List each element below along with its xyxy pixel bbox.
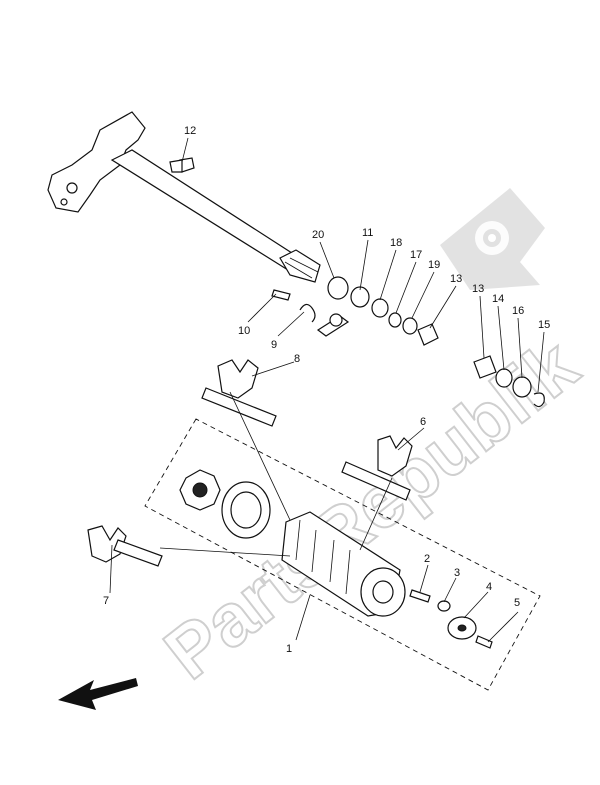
shift-fork-8: [201, 359, 277, 427]
callout-10: 10: [238, 325, 250, 337]
callout-15: 15: [538, 319, 550, 331]
callout-13b: 13: [472, 283, 484, 295]
callout-4: 4: [486, 581, 492, 593]
callout-7: 7: [103, 595, 109, 607]
callout-1: 1: [286, 643, 292, 655]
drum-end-parts: [409, 589, 493, 649]
stopper-parts: [473, 355, 545, 408]
callout-13a: 13: [450, 273, 462, 285]
callout-9: 9: [271, 339, 277, 351]
callout-3: 3: [454, 567, 460, 579]
shift-fork-7: [87, 525, 163, 567]
callout-19: 19: [428, 259, 440, 271]
callout-11: 11: [362, 227, 373, 239]
callout-numbers: 1 2 3 4 5 6 7 8 9 10 11 12 13 13 14 15 1…: [103, 125, 550, 655]
shift-arm-parts: [271, 276, 439, 346]
callout-12: 12: [184, 125, 196, 137]
callout-5: 5: [514, 597, 520, 609]
front-arrow-icon: [58, 678, 138, 710]
callout-17: 17: [410, 249, 422, 261]
segment-and-bearing: [179, 469, 271, 539]
assembly-boundary: [144, 418, 541, 691]
leader-lines: [109, 137, 545, 643]
gear-flag-icon: [440, 188, 545, 290]
callout-20: 20: [312, 229, 324, 241]
shift-fork-6: [341, 435, 413, 501]
shift-shaft: [47, 111, 321, 283]
callout-14: 14: [492, 293, 504, 305]
shift-drum: [281, 511, 406, 617]
callout-16: 16: [512, 305, 524, 317]
callout-6: 6: [420, 416, 426, 428]
watermark: PartsRepublik: [148, 188, 594, 696]
callout-18: 18: [390, 237, 402, 249]
callout-2: 2: [424, 553, 430, 565]
callout-8: 8: [294, 353, 300, 365]
